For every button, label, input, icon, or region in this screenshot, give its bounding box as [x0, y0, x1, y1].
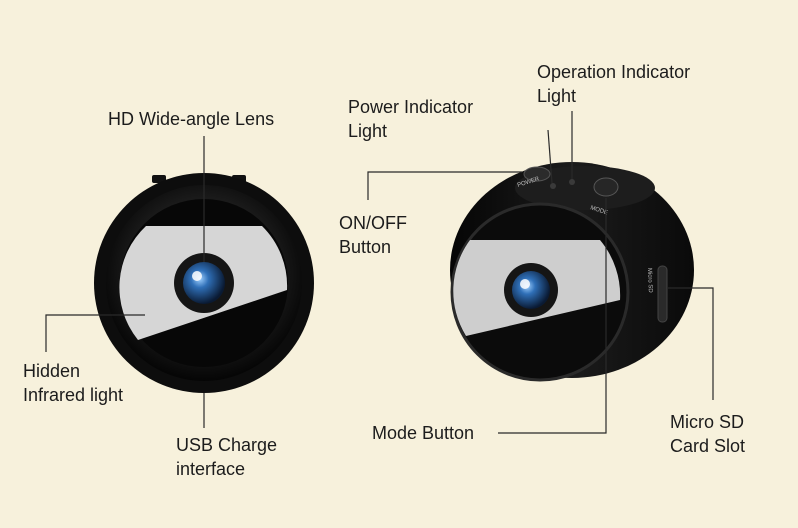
label-onoff-line1: ON/OFF [339, 212, 407, 235]
label-operation-line2: Light [537, 85, 576, 108]
front-lens [183, 262, 225, 304]
side-lens [512, 271, 550, 309]
label-power-line2: Light [348, 120, 387, 143]
mode-button [594, 178, 618, 196]
label-infrared-line1: Hidden [23, 360, 80, 383]
micro-sd-print: Micro SD [646, 268, 653, 294]
micro-sd-slot [658, 266, 667, 322]
operation-indicator-light [569, 179, 575, 185]
label-sd-line1: Micro SD [670, 411, 744, 434]
power-indicator-light [550, 183, 556, 189]
label-lens: HD Wide-angle Lens [108, 108, 274, 131]
label-usb-line2: interface [176, 458, 245, 481]
label-operation-line1: Operation Indicator [537, 61, 690, 84]
label-infrared-line2: Infrared light [23, 384, 123, 407]
side-lens-highlight [520, 279, 530, 289]
side-camera: POWER MODE Micro SD [450, 162, 694, 380]
label-sd-line2: Card Slot [670, 435, 745, 458]
label-power-line1: Power Indicator [348, 96, 473, 119]
label-usb-line1: USB Charge [176, 434, 277, 457]
label-mode-button: Mode Button [372, 422, 474, 445]
label-onoff-line2: Button [339, 236, 391, 259]
front-lens-highlight [192, 271, 202, 281]
